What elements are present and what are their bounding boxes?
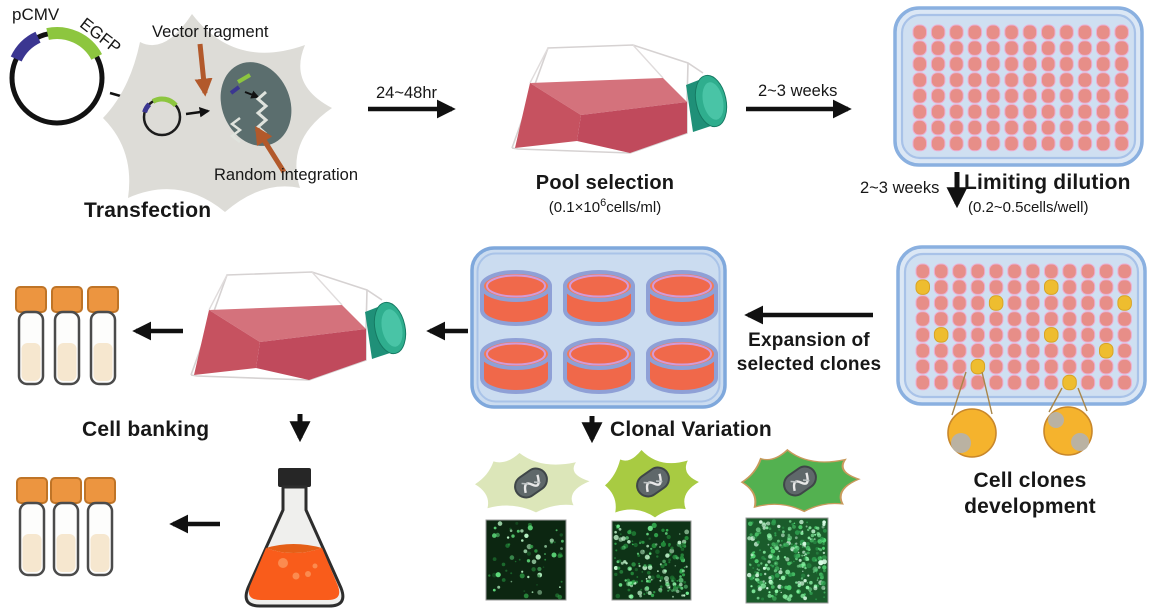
fluorescence-panels xyxy=(485,517,829,604)
culture-well xyxy=(563,270,635,326)
cell-clones-line1: Cell clones xyxy=(973,469,1087,492)
limiting-density-label: (0.2~0.5cells/well) xyxy=(968,199,1089,216)
dna-squiggle-2 xyxy=(229,117,243,143)
culture-well xyxy=(563,338,635,394)
arrow-integration xyxy=(244,90,260,99)
expansion-label: Expansion of selected clones xyxy=(733,329,885,377)
fluorescence-panel-1 xyxy=(485,519,567,601)
pool-selection-label: Pool selection xyxy=(535,172,675,194)
limiting-dilution-label: Limiting dilution xyxy=(964,171,1131,194)
96-well-plate-cell-clones xyxy=(896,245,1147,406)
clone-nucleus xyxy=(514,467,548,499)
arrow-plasmid-to-nucleus xyxy=(185,106,211,118)
fluorescence-panel-2 xyxy=(611,520,692,601)
cryovials-bottom xyxy=(15,476,117,577)
clone-nucleus xyxy=(783,465,817,497)
pool-density-prefix: (0.1×10 xyxy=(548,199,601,216)
cryovials-top xyxy=(14,285,120,386)
cell-clones-line2: development xyxy=(964,495,1096,518)
clone-nucleus xyxy=(636,466,670,498)
time-24-48-label: 24~48hr xyxy=(376,84,438,102)
random-integration-label: Random integration xyxy=(214,166,359,184)
vector-fragment-label: Vector fragment xyxy=(152,23,269,41)
cell-banking-label: Cell banking xyxy=(82,418,210,441)
expansion-line2: selected clones xyxy=(736,354,882,375)
culture-well xyxy=(646,270,718,326)
fluorescence-panel-3 xyxy=(745,517,829,604)
pcmv-label: pCMV xyxy=(12,5,60,24)
transfected-cell xyxy=(103,14,332,212)
clone-cell-nuclei xyxy=(514,465,817,499)
culture-well xyxy=(480,338,552,394)
culture-well xyxy=(646,338,718,394)
vector-fragment-arrow xyxy=(194,43,213,97)
t-flask-pool-selection xyxy=(511,44,732,154)
pool-density-label: (0.1×106cells/ml) xyxy=(510,197,700,216)
plasmid-map xyxy=(9,27,105,126)
6-well-plate xyxy=(470,246,727,409)
random-integration-arrow xyxy=(254,125,287,174)
weeks-side-label: 2~3 weeks xyxy=(860,179,940,197)
pool-density-suffix: cells/ml) xyxy=(606,199,662,216)
magnified-clone-left xyxy=(947,371,997,458)
weeks-top-label: 2~3 weeks xyxy=(758,82,838,100)
96-well-plate-limiting-dilution xyxy=(893,6,1144,167)
transfection-label: Transfection xyxy=(84,199,212,222)
magnified-clone-right xyxy=(1043,387,1093,456)
t-flask-expansion xyxy=(190,271,411,381)
nucleus xyxy=(220,62,292,146)
pool-density-sup: 6 xyxy=(600,197,607,209)
culture-well xyxy=(480,270,552,326)
erlenmeyer-flask xyxy=(244,468,345,608)
expansion-line1: Expansion of xyxy=(748,330,870,351)
cell-clones-label: Cell clones development xyxy=(930,468,1130,520)
clonal-variation-label: Clonal Variation xyxy=(610,418,772,441)
